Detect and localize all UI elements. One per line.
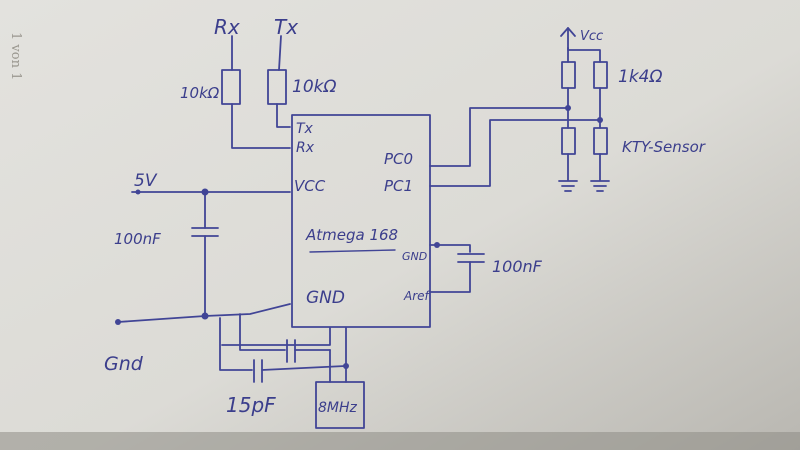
crystal-body [315, 381, 365, 429]
crystal-cap1-right [261, 365, 346, 371]
circuit-labels: Rx Tx 10kΩ 10kΩ Tx Rx PC0 PC1 VCC Atmega… [104, 15, 706, 417]
resistor-rx [221, 69, 241, 105]
pc1-wire [429, 119, 601, 187]
cap-right-junction [434, 242, 440, 248]
label-crystal: 8MHz [318, 400, 358, 416]
rx-wire-to-chip [231, 103, 291, 149]
page-label: 1 von 1 [8, 32, 23, 80]
label-r2-value: 10kΩ [292, 77, 336, 97]
chip-name-underline [309, 249, 396, 253]
crystal-cap2-left [239, 313, 286, 351]
tx-wire-to-chip [276, 103, 291, 128]
pin-label-gnd: GND [306, 288, 345, 308]
circuit-wiring [115, 27, 610, 429]
label-tx-top: Tx [274, 15, 298, 39]
label-vcc-top: Vcc [580, 29, 603, 44]
vcc-terminal [135, 189, 141, 195]
pin-label-rx: Rx [296, 140, 315, 156]
gnd-rail [117, 303, 291, 323]
label-rx-top: Rx [214, 15, 240, 39]
label-chip-name: Atmega 168 [305, 226, 398, 244]
pin-label-tx: Tx [296, 121, 314, 137]
label-cap-left: 100nF [114, 230, 161, 248]
pc0-node [565, 105, 571, 111]
pin-label-aref: Aref [403, 289, 431, 303]
label-r1-value: 10kΩ [180, 84, 220, 102]
crystal-pin-a [221, 327, 331, 346]
pin-label-vcc: VCC [294, 177, 326, 195]
pin-label-gnd-right: GND [402, 250, 427, 263]
pin-label-pc1: PC1 [384, 177, 413, 195]
vcc-top-arrow [560, 27, 576, 37]
label-5v: 5V [134, 171, 158, 191]
pc0-wire [429, 107, 569, 167]
crystal-cap1-left [219, 317, 253, 371]
crystal-junction [343, 363, 349, 369]
cap-right-wire-bottom [429, 261, 471, 293]
ground-symbol-left [558, 180, 578, 192]
microcontroller-body [291, 114, 431, 328]
label-r-sensor: 1k4Ω [618, 67, 662, 87]
pin-label-pc0: PC0 [384, 150, 413, 168]
tx-wire-top [278, 35, 282, 71]
gnd-terminal [115, 319, 121, 325]
label-15pf: 15pF [226, 393, 276, 417]
label-cap-right: 100nF [492, 257, 543, 276]
label-gnd-left: Gnd [104, 353, 144, 375]
cap-right-wire-top [429, 244, 471, 253]
ground-symbol-right [590, 180, 610, 192]
paper-shadow-bottom [0, 432, 800, 450]
pc1-node [597, 117, 603, 123]
label-kty-sensor: KTY-Sensor [622, 138, 706, 156]
